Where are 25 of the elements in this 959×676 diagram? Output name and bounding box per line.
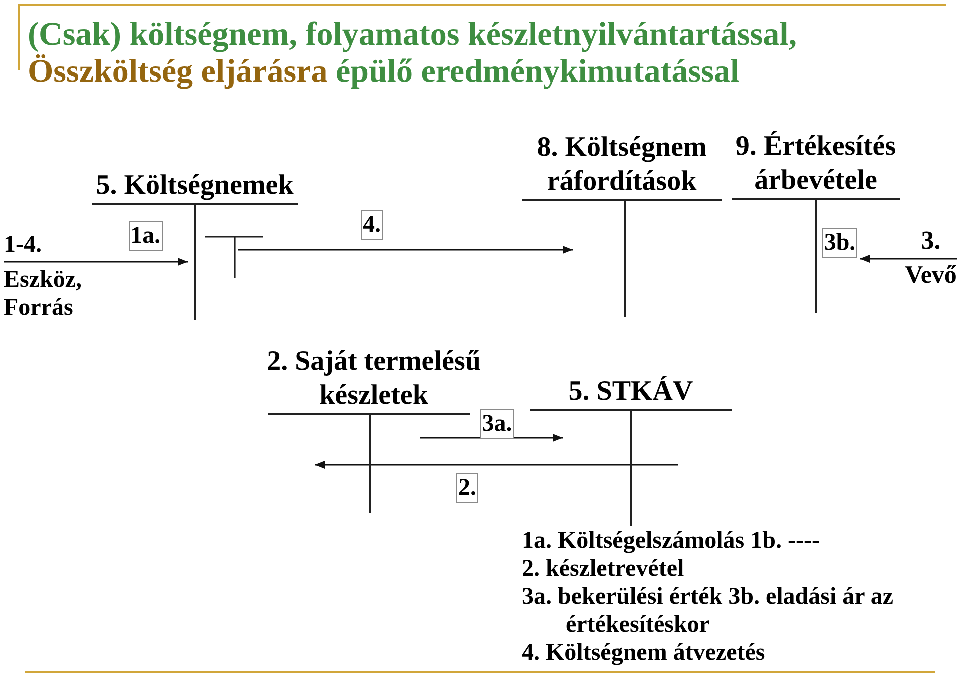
step-label: 4. (361, 210, 383, 240)
step-label: 3a. (480, 409, 514, 439)
t-account (732, 130, 900, 313)
account-title: 2. Saját termelésű készletek (266, 345, 482, 413)
account-title: 9. Értékesítés árbevétele (734, 130, 898, 198)
account-label: 3. (921, 228, 941, 254)
account-label: Eszköz, Forrás (4, 266, 83, 322)
t-account (530, 375, 732, 526)
note-text: 1a. Költségelszámolás 1b. ---- (522, 527, 820, 555)
arrow (4, 258, 188, 266)
arrow (860, 255, 957, 263)
account-title: 8. Költségnem ráfordítások (536, 131, 708, 199)
step-label: 3b. (822, 228, 858, 258)
arrow (315, 461, 678, 469)
arrow (238, 246, 573, 254)
note-text: 3a. bekerülési érték 3b. eladási ár az értékesítéskor (522, 583, 895, 639)
account-title: 5. STKÁV (568, 375, 694, 409)
note-text: 4. Költségnem átvezetés (522, 639, 766, 667)
account-label: 1-4. (4, 232, 42, 258)
account-label: Vevő (905, 262, 957, 290)
step-label: 2. (456, 473, 478, 503)
step-label: 1a. (128, 221, 163, 251)
note-text: 2. készletrevétel (522, 555, 684, 583)
account-title: 5. Költségnemek (96, 169, 294, 203)
title: (Csak) költségnem, folyamatos készletnyilvántartással, Összköltség eljárásra épülő eredménykimutatással (28, 17, 798, 91)
